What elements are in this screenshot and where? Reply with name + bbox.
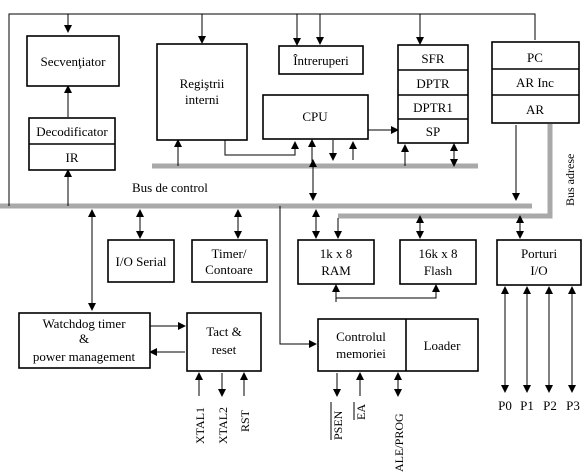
pin-rst: RST [238, 409, 252, 432]
registrii-label-line1: Regiştrii [180, 76, 225, 91]
intreruperi-label: Întreruperi [293, 53, 349, 68]
porturi-label-line2: I/O [530, 263, 547, 278]
address-bus [338, 124, 553, 219]
tact-reset-block: Tact & reset [186, 312, 262, 372]
port-p1: P1 [520, 398, 534, 413]
ram-label-line1: 1k x 8 [320, 246, 353, 261]
pin-xtal1: XTAL1 [193, 407, 207, 444]
ir-label: IR [66, 150, 79, 165]
watchdog-block: Watchdog timer & power management [18, 312, 151, 369]
loader-label: Loader [424, 338, 461, 353]
pin-xtal2: XTAL2 [216, 407, 230, 444]
port-p2: P2 [543, 398, 557, 413]
wires [8, 13, 576, 397]
decodificator-label: Decodificator [36, 124, 108, 139]
port-p3: P3 [566, 398, 580, 413]
dptr1-label: DPTR1 [413, 100, 453, 115]
registrii-interni-block: Regiştrii interni [156, 43, 248, 141]
flash-label-line2: Flash [424, 263, 453, 278]
watchdog-label-line2: & [79, 331, 89, 346]
flash-label-line1: 16k x 8 [419, 246, 458, 261]
porturi-label-line1: Porturi [521, 246, 558, 261]
timer-contoare-block: Timer/ Contoare [191, 239, 268, 283]
port-p0: P0 [498, 398, 512, 413]
intreruperi-block: Întreruperi [278, 45, 364, 75]
pin-ea: EA [354, 404, 368, 420]
bus-adrese-label: Bus adrese [563, 154, 577, 206]
watchdog-label-line1: Watchdog timer [42, 316, 126, 331]
pc-ar-block: PC AR Inc AR [491, 41, 580, 124]
pc-label: PC [527, 50, 543, 65]
pin-psen: PSEN [331, 410, 345, 440]
porturi-io-block: Porturi I/O [496, 239, 582, 286]
io-serial-label: I/O Serial [116, 254, 167, 269]
flash-block: 16k x 8 Flash [399, 239, 477, 285]
secventiator-label: Secvenţiator [41, 54, 107, 69]
ram-label-line2: RAM [321, 263, 351, 278]
timer-label-line1: Timer/ [212, 246, 247, 261]
sfr-label: SFR [421, 51, 444, 66]
controlul-label-line2: memoriei [336, 346, 386, 361]
timer-label-line2: Contoare [205, 262, 253, 277]
cpu-block: CPU [262, 94, 369, 140]
dptr-label: DPTR [416, 76, 450, 91]
bus-control-label: Bus de control [132, 180, 208, 195]
tact-label-line2: reset [212, 342, 237, 357]
pin-ale-prog: ALE/PROG [392, 413, 406, 472]
ar-inc-label: AR Inc [516, 75, 554, 90]
registrii-label-line2: interni [185, 92, 219, 107]
secventiator-block: Secvenţiator [26, 35, 120, 87]
sp-label: SP [426, 124, 440, 139]
ar-label: AR [526, 102, 544, 117]
decodificator-ir-block: Decodificator IR [28, 117, 116, 171]
watchdog-label-line3: power management [33, 349, 136, 364]
tact-label-line1: Tact & [206, 324, 242, 339]
io-serial-block: I/O Serial [107, 239, 175, 283]
controlul-label-line1: Controlul [336, 329, 386, 344]
sfr-dptr-sp-block: SFR DPTR DPTR1 SP [397, 44, 469, 144]
ram-block: 1k x 8 RAM [297, 239, 375, 285]
controlul-loader-block: Controlul memoriei Loader [317, 318, 479, 372]
cpu-label: CPU [302, 109, 328, 124]
